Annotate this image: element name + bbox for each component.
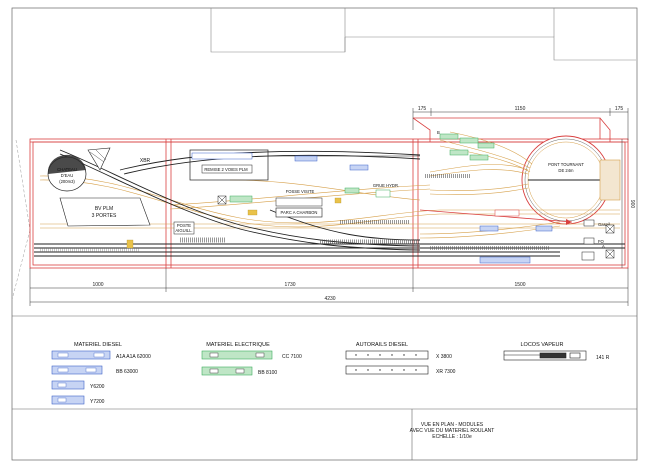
legend-electric-item-2: BB 8100 xyxy=(258,370,277,376)
remise-label: REMISE 2 VOIES PLM xyxy=(204,167,248,172)
radial-tracks xyxy=(429,131,533,196)
legend-electric-title: MATERIEL ELECTRIQUE xyxy=(206,342,270,348)
sheet-frame xyxy=(11,7,638,461)
bv-label-line2: 3 PORTES xyxy=(92,213,117,219)
remise-shed: REMISE 2 VOIES PLM xyxy=(189,149,420,181)
shed-electric-locos xyxy=(439,133,495,161)
legend-diesel-details xyxy=(57,352,105,403)
grue-label: GRUE HYDR. xyxy=(373,183,399,188)
plan-electric-locos xyxy=(229,187,360,203)
turntable-label-line1: PONT TOURNANT xyxy=(548,162,584,167)
legend-diesel-title: MATERIEL DIESEL xyxy=(74,342,122,348)
dim-total-4230: 4230 xyxy=(324,296,335,302)
legend-electric-item-1: CC 7100 xyxy=(282,354,302,360)
signal-box-label-line1: POSTE xyxy=(177,223,191,228)
legend-electric-icons xyxy=(201,350,273,376)
titleblock-line2: AVEC VUE DU MATERIEL ROULANT xyxy=(410,428,495,434)
xbr-zone: XBR xyxy=(87,147,151,171)
service-area: FOSSE VISITE PARC A CHARBON GRUE HYDR. xyxy=(217,183,399,218)
water-tower-label-line3: (200m3) xyxy=(59,179,75,184)
plan-diesel-locos xyxy=(294,155,553,264)
fosse-label: FOSSE VISITE xyxy=(286,189,315,194)
switch-sleepers xyxy=(40,174,550,252)
legend-diesel-item-3: Y6200 xyxy=(90,384,105,390)
building-outline xyxy=(210,8,636,61)
turntable: PONT TOURNANT DE 24m xyxy=(521,135,621,225)
bv-label-line1: BV PLM xyxy=(95,206,113,212)
legend-autorails-item-1: X 3800 xyxy=(436,354,452,360)
parc-label: PARC A CHARBON xyxy=(281,210,318,215)
left-slope-lines xyxy=(11,139,31,301)
dim-top-175-left: 175 xyxy=(418,106,427,112)
legend-vapeur-item-1: 141 R xyxy=(596,355,610,361)
gasoil-label: Gasoil xyxy=(598,222,610,227)
water-tower-label-line1: CHATEAU xyxy=(57,167,77,172)
signal-box: POSTE AIGUILL. xyxy=(173,221,195,235)
right-side-items: Gasoil FO A B xyxy=(437,130,615,261)
legend-autorails-title: AUTORAILS DIESEL xyxy=(356,342,408,348)
bv-building: BV PLM 3 PORTES xyxy=(59,197,151,227)
legend-diesel-item-4: Y7200 xyxy=(90,399,105,405)
legend-autorails-details xyxy=(355,354,417,371)
xbr-label: XBR xyxy=(140,158,151,164)
legend-diesel-item-1: A1A A1A 62000 xyxy=(116,354,151,360)
dimension-lines xyxy=(29,108,629,306)
ochre-tracks xyxy=(39,175,620,239)
dim-top-1150: 1150 xyxy=(515,106,526,112)
dim-bottom-1500: 1500 xyxy=(514,282,525,288)
legend-vapeur-title: LOCOS VAPEUR xyxy=(521,342,564,348)
legend-vapeur-icon xyxy=(503,350,587,361)
module-borders xyxy=(29,117,629,269)
marker-a: A xyxy=(602,244,605,249)
fo-label: FO xyxy=(598,239,605,244)
titleblock-line3: ECHELLE : 1/10e xyxy=(432,434,472,440)
signal-box-label-line2: AIGUILL. xyxy=(175,228,192,233)
legend-autorails-icons xyxy=(345,350,429,375)
marker-b: B xyxy=(437,130,440,135)
water-tower-label-line2: D'EAU xyxy=(61,173,73,178)
water-tower: CHATEAU D'EAU (200m3) xyxy=(47,154,87,192)
platform-marks xyxy=(126,197,342,249)
dim-vertical-900: 900 xyxy=(629,200,635,209)
legend-autorails-item-2: XR 7300 xyxy=(436,369,456,375)
titleblock-line1: VUE EN PLAN - MODULES xyxy=(421,422,484,428)
dim-bottom-1730: 1730 xyxy=(284,282,295,288)
turntable-label-line2: DE 24m xyxy=(558,168,574,173)
dim-top-175-right: 175 xyxy=(615,106,624,112)
legend-diesel-item-2: BB 63000 xyxy=(116,369,138,375)
legend-diesel-icons xyxy=(51,350,111,405)
dim-bottom-1000: 1000 xyxy=(92,282,103,288)
legend-electric-details xyxy=(209,352,265,374)
